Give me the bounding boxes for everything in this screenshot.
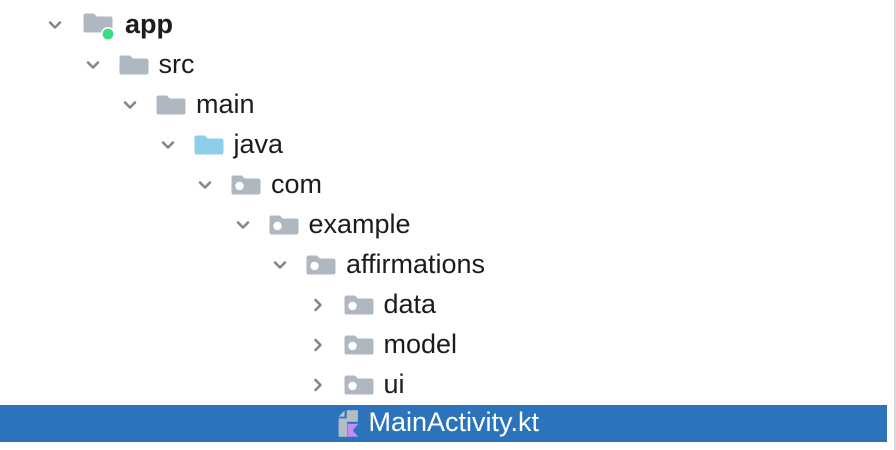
chevron-down-icon[interactable] xyxy=(83,55,103,75)
android-app-folder-icon xyxy=(80,9,116,41)
kotlin-file-icon xyxy=(336,408,360,439)
tree-row-mainactivity-kt[interactable]: MainActivity.kt xyxy=(0,405,887,442)
source-folder-icon xyxy=(193,132,225,158)
tree-row-model[interactable]: model xyxy=(0,325,894,365)
tree-item-label: model xyxy=(383,328,458,359)
tree-row-affirmations[interactable]: affirmations xyxy=(0,245,894,285)
tree-row-ui[interactable]: ui xyxy=(0,365,894,405)
tree-item-label: data xyxy=(383,288,437,319)
tree-item-label: src xyxy=(158,48,195,79)
tree-row-main[interactable]: main xyxy=(0,85,894,125)
tree-item-label: ui xyxy=(383,368,405,399)
chevron-right-icon[interactable] xyxy=(308,295,328,315)
tree-row-java[interactable]: java xyxy=(0,125,894,165)
tree-item-label: app xyxy=(125,8,174,39)
package-folder-icon xyxy=(305,252,337,278)
chevron-spacer xyxy=(308,423,336,424)
chevron-down-icon[interactable] xyxy=(195,175,215,195)
tree-row-src[interactable]: src xyxy=(0,45,894,85)
tree-item-label: main xyxy=(196,88,255,119)
chevron-down-icon[interactable] xyxy=(45,15,65,35)
tree-item-label: com xyxy=(271,168,323,199)
chevron-down-icon[interactable] xyxy=(270,255,290,275)
tree-row-app[interactable]: app xyxy=(0,5,894,45)
tree-row-example[interactable]: example xyxy=(0,205,894,245)
tree-item-label: MainActivity.kt xyxy=(368,407,540,437)
chevron-down-icon[interactable] xyxy=(158,135,178,155)
chevron-down-icon[interactable] xyxy=(120,95,140,115)
tree-item-label: affirmations xyxy=(346,248,486,279)
package-folder-icon xyxy=(343,332,375,358)
tree-row-com[interactable]: com xyxy=(0,165,894,205)
chevron-right-icon[interactable] xyxy=(308,335,328,355)
chevron-right-icon[interactable] xyxy=(308,375,328,395)
package-folder-icon xyxy=(230,172,262,198)
tree-item-label: example xyxy=(308,208,411,239)
folder-icon xyxy=(118,52,150,78)
tree-item-label: java xyxy=(233,128,284,159)
tree-row-data[interactable]: data xyxy=(0,285,894,325)
package-folder-icon xyxy=(343,292,375,318)
package-folder-icon xyxy=(268,212,300,238)
folder-icon xyxy=(155,92,187,118)
chevron-down-icon[interactable] xyxy=(233,215,253,235)
package-folder-icon xyxy=(343,372,375,398)
